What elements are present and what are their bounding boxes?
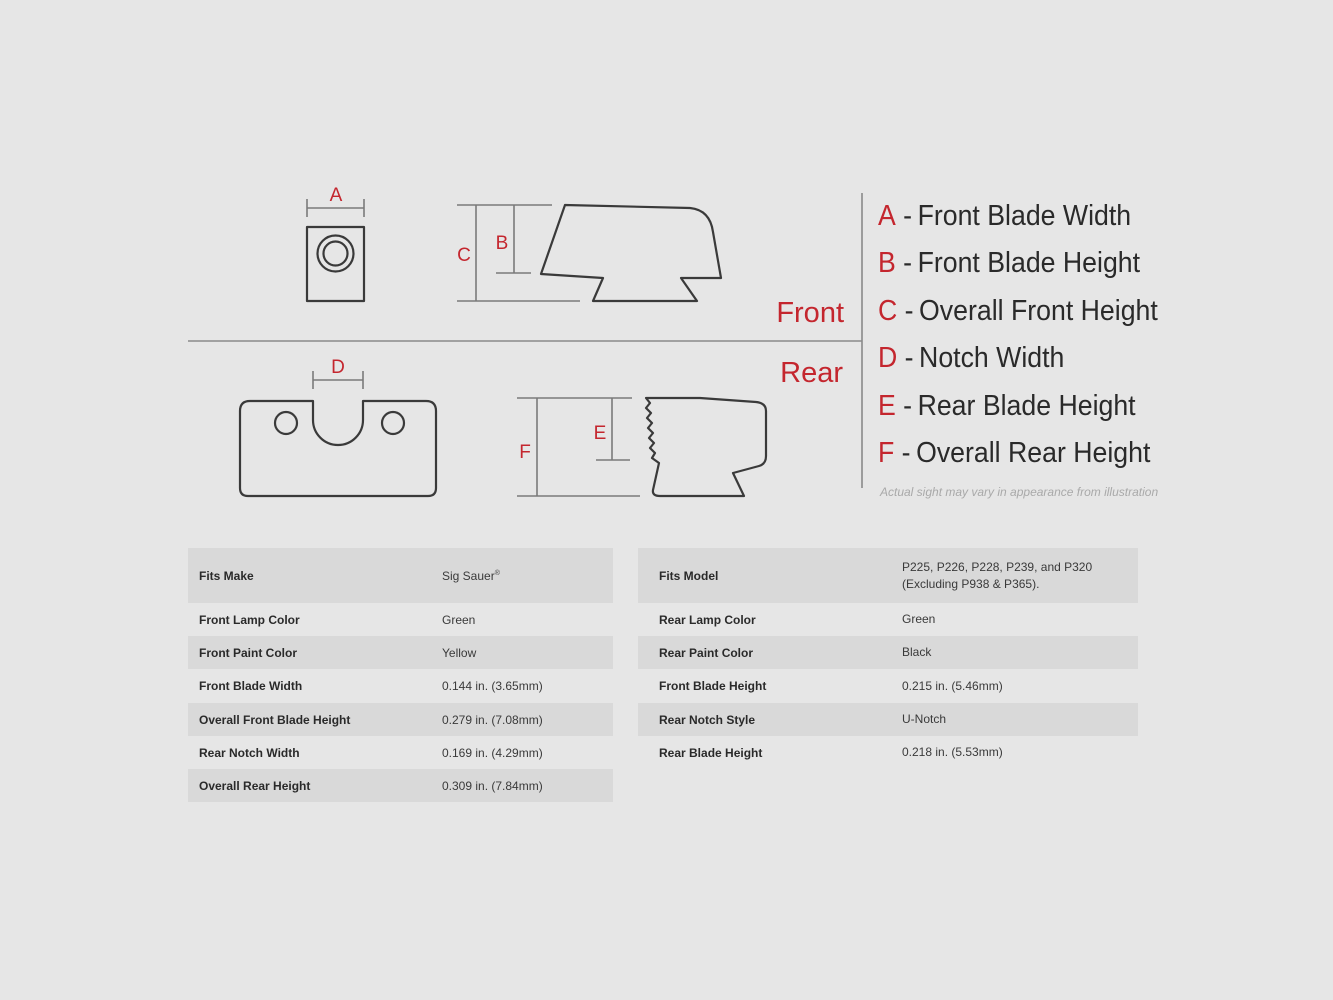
spec-value: 0.169 in. (4.29mm) [442, 745, 543, 760]
spec-label: Front Paint Color [199, 645, 297, 660]
rear-label: Rear [780, 357, 843, 389]
dimension-letter-a: A [330, 185, 343, 206]
legend-item-a: A-Front Blade Width [878, 200, 1132, 232]
table-row: Overall Rear Height 0.309 in. (7.84mm) [188, 769, 613, 802]
table-row: Fits Model P225, P226, P228, P239, and P… [638, 548, 1138, 603]
table-row: Rear Lamp Color Green [638, 603, 1138, 636]
dimension-letter-b: B [496, 233, 509, 254]
dimension-e: E [537, 397, 632, 461]
spec-value: P225, P226, P228, P239, and P320(Excludi… [902, 559, 1093, 591]
spec-value: Black [902, 645, 932, 659]
legend-letter: C [878, 294, 898, 327]
table-row: Front Paint Color Yellow [188, 636, 613, 669]
specs-table-left: Fits Make Sig Sauer® Front Lamp Color Gr… [188, 548, 613, 802]
spec-label: Fits Model [659, 568, 719, 583]
legend-text: Front Blade Width [917, 200, 1132, 232]
legend-text: Overall Rear Height [916, 436, 1151, 469]
specs-table-right: Fits Model P225, P226, P228, P239, and P… [638, 548, 1138, 769]
dimension-d: D [312, 357, 364, 389]
spec-label: Fits Make [199, 568, 254, 583]
table-row: Rear Notch Width 0.169 in. (4.29mm) [188, 736, 613, 769]
spec-value: Green [902, 612, 936, 626]
spec-label: Front Blade Width [199, 679, 303, 693]
table-row: Front Blade Height 0.215 in. (5.46mm) [638, 669, 1138, 703]
spec-value: U-Notch [902, 712, 947, 726]
table-row: Fits Make Sig Sauer® [188, 548, 613, 603]
spec-label: Rear Notch Width [199, 745, 300, 760]
rear-sight-end-view [238, 399, 438, 498]
spec-value: Yellow [442, 645, 477, 660]
dimension-letter-d: D [331, 357, 345, 378]
spec-label: Front Lamp Color [199, 612, 300, 627]
front-label: Front [776, 297, 844, 329]
legend-letter: D [878, 342, 898, 375]
front-sight-side-view [539, 203, 723, 303]
spec-label: Overall Rear Height [199, 778, 311, 793]
table-row: Overall Front Blade Height 0.279 in. (7.… [188, 703, 613, 736]
spec-value: Green [442, 612, 476, 627]
legend-item-c: C-Overall Front Height [878, 294, 1158, 327]
legend-text: Rear Blade Height [917, 389, 1136, 422]
legend-letter: E [878, 389, 896, 422]
spec-label: Overall Front Blade Height [199, 712, 351, 727]
table-row: Rear Paint Color Black [638, 636, 1138, 669]
illustration-disclaimer: Actual sight may vary in appearance from… [880, 485, 1159, 499]
dimension-c: C [457, 204, 580, 302]
dimension-letter-f: F [519, 442, 531, 463]
spec-value: Sig Sauer® [442, 568, 500, 583]
dimension-letter-e: E [594, 423, 607, 444]
table-row: Front Blade Width 0.144 in. (3.65mm) [188, 669, 613, 703]
legend-item-b: B-Front Blade Height [878, 247, 1141, 280]
legend-text: Overall Front Height [919, 294, 1158, 327]
spec-label: Rear Paint Color [659, 645, 754, 660]
spec-label: Rear Blade Height [659, 745, 763, 760]
dimension-a: A [306, 185, 365, 217]
spec-label: Rear Lamp Color [659, 612, 756, 627]
spec-value: 0.215 in. (5.46mm) [902, 678, 1003, 693]
spec-value: 0.144 in. (3.65mm) [442, 679, 543, 693]
dimension-b: B [476, 204, 552, 274]
table-row: Rear Notch Style U-Notch [638, 703, 1138, 736]
table-row: Rear Blade Height 0.218 in. (5.53mm) [638, 736, 1138, 769]
dimension-letter-c: C [457, 245, 471, 266]
legend-text: Notch Width [919, 342, 1065, 375]
legend-text: Front Blade Height [917, 247, 1141, 280]
legend-letter: B [878, 247, 896, 280]
spec-value: 0.309 in. (7.84mm) [442, 778, 543, 793]
legend-letter: F [878, 436, 895, 469]
legend-letter: A [878, 200, 896, 232]
legend-item-d: D-Notch Width [878, 342, 1065, 375]
front-sight-end-view [305, 225, 366, 303]
spec-label: Rear Notch Style [659, 712, 756, 727]
sight-diagram: A C B Front Rear D F [188, 185, 863, 498]
legend-item-e: E-Rear Blade Height [878, 389, 1136, 422]
legend-item-f: F-Overall Rear Height [878, 436, 1151, 469]
spec-value: 0.218 in. (5.53mm) [902, 745, 1003, 759]
rear-sight-side-view [644, 396, 768, 498]
dimension-f: F [517, 397, 640, 497]
spec-label: Front Blade Height [659, 679, 767, 693]
spec-value: 0.279 in. (7.08mm) [442, 712, 543, 727]
dimension-legend: A-Front Blade Width B-Front Blade Height… [878, 196, 1182, 480]
table-row: Front Lamp Color Green [188, 603, 613, 636]
